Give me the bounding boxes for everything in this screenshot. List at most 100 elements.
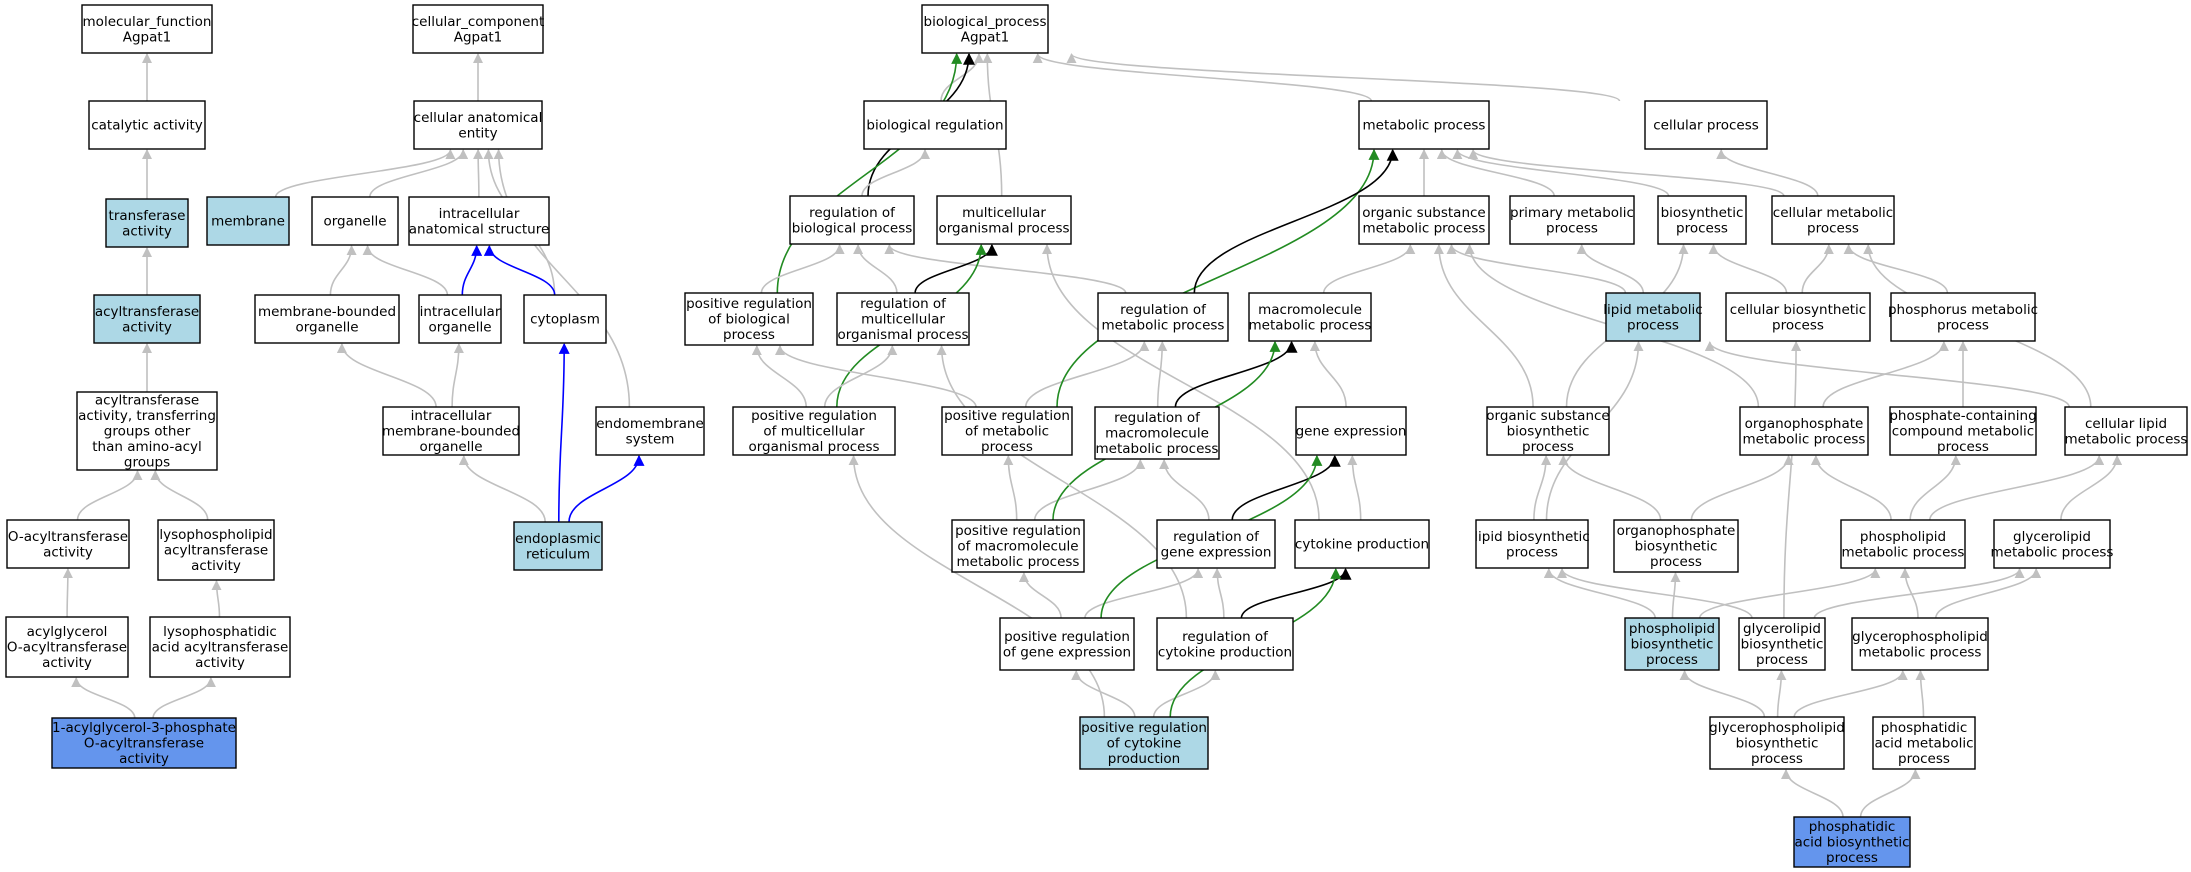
go-term-node[interactable]: cytoplasm bbox=[523, 294, 607, 344]
go-term-node[interactable]: 1-acylglycerol-3-phosphateO-acyltransfer… bbox=[51, 717, 237, 769]
go-term-label: metabolic process bbox=[1249, 317, 1372, 333]
go-term-label: organelle bbox=[323, 214, 386, 230]
go-term-node[interactable]: organelle bbox=[311, 196, 399, 246]
go-term-label: organismal process bbox=[837, 327, 968, 343]
edge-part-of bbox=[483, 244, 556, 296]
go-term-node[interactable]: gene expression bbox=[1295, 406, 1407, 456]
go-term-box bbox=[1358, 100, 1490, 150]
go-term-label: of metabolic bbox=[965, 424, 1049, 440]
go-term-node[interactable]: membrane bbox=[206, 196, 290, 246]
go-term-label: multicellular bbox=[861, 312, 945, 328]
go-term-box bbox=[93, 294, 201, 344]
go-term-box bbox=[1248, 292, 1372, 342]
go-term-box bbox=[408, 196, 550, 246]
go-term-node[interactable]: biological regulation bbox=[863, 100, 1007, 150]
go-term-box bbox=[157, 519, 275, 581]
go-term-label: cellular_component bbox=[412, 14, 544, 30]
edge-is-a bbox=[150, 470, 209, 521]
go-term-label: O-acyltransferase bbox=[7, 640, 127, 656]
edge-is-a bbox=[1033, 459, 1146, 521]
go-term-node[interactable]: cytokine production bbox=[1294, 519, 1430, 569]
go-term-box bbox=[595, 406, 705, 456]
edge-is-a bbox=[1032, 53, 1373, 102]
go-term-node[interactable]: metabolic process bbox=[1358, 100, 1490, 150]
go-term-node[interactable]: cellular process bbox=[1644, 100, 1768, 150]
edge-regulates bbox=[1231, 454, 1341, 521]
go-term-label: regulation of bbox=[1182, 629, 1269, 645]
go-term-label: process bbox=[1807, 220, 1859, 236]
go-term-box bbox=[921, 4, 1049, 54]
go-term-label: primary metabolic bbox=[1510, 205, 1634, 221]
go-term-box bbox=[684, 292, 814, 346]
edge-is-a bbox=[274, 149, 456, 198]
go-term-label: organelle bbox=[295, 319, 358, 335]
go-term-label: activity bbox=[42, 655, 92, 671]
edge-is-a bbox=[1212, 568, 1225, 619]
go-term-box bbox=[382, 406, 520, 456]
go-term-box bbox=[1295, 406, 1407, 456]
go-term-box bbox=[149, 616, 291, 678]
edge-is-a bbox=[1813, 568, 2025, 619]
go-term-label: positive regulation bbox=[955, 523, 1081, 539]
go-term-node[interactable]: catalytic activity bbox=[88, 100, 206, 150]
go-term-box bbox=[1739, 406, 1869, 456]
go-term-box bbox=[999, 617, 1135, 671]
edge-is-a bbox=[1557, 568, 1753, 619]
edge-is-a bbox=[1042, 244, 1320, 521]
go-term-label: regulation of bbox=[1114, 410, 1201, 426]
go-term-label: metabolic process bbox=[1859, 644, 1982, 660]
